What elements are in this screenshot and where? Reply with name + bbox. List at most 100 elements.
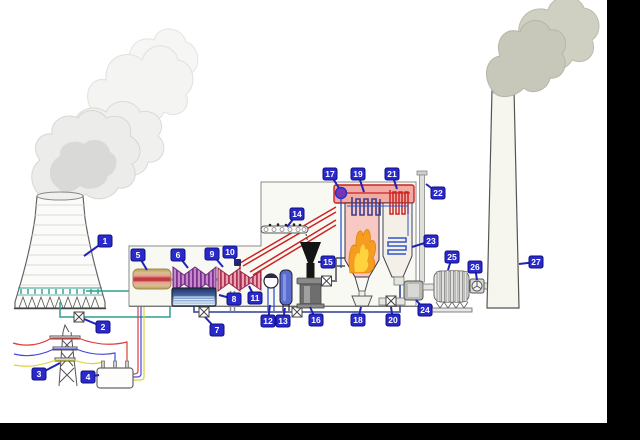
label-12[interactable]: 12 [260, 304, 276, 328]
label-8[interactable]: 8 [218, 292, 242, 306]
label-2-box[interactable] [95, 320, 111, 334]
label-8-box[interactable] [226, 292, 242, 306]
label-27-box[interactable] [528, 255, 544, 269]
label-12-box[interactable] [260, 314, 276, 328]
label-3-box[interactable] [31, 367, 47, 381]
label-22[interactable]: 22 [425, 183, 446, 200]
condenser-tubes [174, 296, 214, 305]
label-5-number: 5 [136, 250, 141, 260]
phase-red-wire [12, 337, 128, 363]
primary-air-fan [321, 275, 332, 287]
label-19-number: 19 [353, 169, 363, 179]
label-10-box[interactable] [222, 245, 238, 259]
label-4[interactable]: 4 [80, 370, 100, 384]
generator-lead-red [131, 289, 139, 375]
label-14-box[interactable] [289, 207, 305, 221]
label-15-number: 15 [323, 257, 333, 267]
label-13-box[interactable] [275, 314, 291, 328]
label-19-box[interactable] [350, 167, 366, 181]
label-7-number: 7 [215, 325, 220, 335]
label-1-box[interactable] [97, 234, 113, 248]
flue-duct-to-precipitator [422, 283, 435, 291]
turbo-generator-set [132, 259, 262, 307]
label-5-box[interactable] [130, 248, 146, 262]
label-18[interactable]: 18 [350, 306, 366, 327]
stack-smoke-plume [485, 0, 600, 97]
precipitator-base [430, 307, 473, 313]
label-27[interactable]: 27 [518, 255, 544, 269]
label-23-box[interactable] [423, 234, 439, 248]
phase-yellow-wire [13, 359, 104, 367]
power-lines [12, 289, 145, 381]
label-4-box[interactable] [80, 370, 96, 384]
label-1-number: 1 [103, 236, 108, 246]
label-2-number: 2 [101, 322, 106, 332]
flue-gas-stack [486, 88, 520, 309]
label-7[interactable]: 7 [204, 316, 225, 337]
label-18-box[interactable] [350, 313, 366, 327]
reheat-steam-line-1 [249, 219, 337, 273]
label-26[interactable]: 26 [467, 260, 483, 281]
label-10[interactable]: 10 [222, 245, 238, 263]
label-9[interactable]: 9 [204, 247, 224, 268]
coal-hopper [300, 242, 321, 278]
label-20-box[interactable] [385, 313, 401, 327]
label-25[interactable]: 25 [444, 250, 460, 271]
coal-drop-dashed [305, 233, 309, 244]
label-12-number: 12 [263, 316, 273, 326]
label-21-number: 21 [387, 169, 397, 179]
label-13[interactable]: 13 [275, 307, 291, 328]
label-5[interactable]: 5 [130, 248, 148, 271]
air-intake-mouth [416, 170, 428, 176]
cooling-tower-steam-plume [31, 28, 199, 203]
step-up-transformer [96, 360, 134, 389]
label-15-box[interactable] [320, 255, 336, 269]
label-21-box[interactable] [384, 167, 400, 181]
label-7-box[interactable] [209, 323, 225, 337]
label-8-number: 8 [232, 294, 237, 304]
furnace-ash-chute [354, 276, 370, 292]
label-21[interactable]: 21 [384, 167, 400, 190]
coal-conveyor [260, 223, 309, 244]
label-22-box[interactable] [430, 186, 446, 200]
label-24[interactable]: 24 [415, 299, 433, 317]
label-16-box[interactable] [308, 313, 324, 327]
reheat-steam-line-2 [252, 224, 337, 276]
label-19[interactable]: 19 [350, 167, 366, 193]
label-22-number: 22 [433, 188, 443, 198]
label-2[interactable]: 2 [83, 318, 111, 334]
label-16[interactable]: 16 [308, 306, 324, 327]
tower-ribs [21, 204, 99, 286]
feedwater-heater [279, 269, 293, 311]
label-9-box[interactable] [204, 247, 220, 261]
label-20[interactable]: 20 [385, 306, 401, 327]
label-6-box[interactable] [170, 248, 186, 262]
deaerator [263, 273, 279, 311]
superheater [351, 197, 381, 216]
cold-water-pipe [59, 298, 171, 318]
label-17-box[interactable] [322, 167, 338, 181]
label-26-number: 26 [470, 262, 480, 272]
label-1[interactable]: 1 [83, 234, 113, 257]
label-11[interactable]: 11 [247, 285, 263, 305]
condensate-pump [198, 306, 210, 318]
phase-blue-wire [13, 348, 116, 363]
label-24-box[interactable] [417, 303, 433, 317]
label-26-box[interactable] [467, 260, 483, 274]
label-6[interactable]: 6 [170, 248, 189, 269]
generator [132, 268, 172, 290]
label-23[interactable]: 23 [411, 234, 439, 248]
label-3[interactable]: 3 [31, 362, 61, 381]
label-17[interactable]: 17 [322, 167, 340, 189]
label-14[interactable]: 14 [286, 207, 305, 228]
boiler-feed-pump [291, 306, 303, 318]
label-11-box[interactable] [247, 291, 263, 305]
label-23-number: 23 [426, 236, 436, 246]
label-15[interactable]: 15 [318, 255, 336, 269]
label-25-box[interactable] [444, 250, 460, 264]
precipitator-legs [435, 301, 469, 309]
flue-elbow [393, 276, 405, 286]
label-11-number: 11 [251, 293, 260, 303]
